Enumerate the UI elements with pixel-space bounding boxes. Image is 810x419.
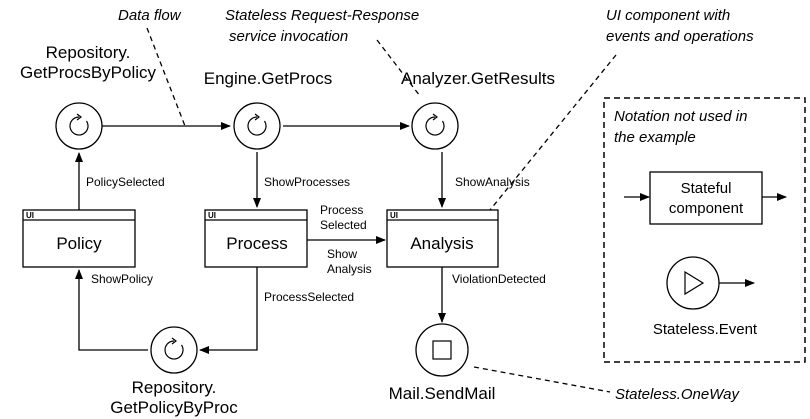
repo-get-procs-line1: Repository. — [46, 43, 131, 62]
edge-label-show-processes: ShowProcesses — [264, 175, 350, 189]
ui-tag: UI — [390, 211, 398, 220]
ui-tag: UI — [208, 211, 216, 220]
service-mail — [415, 323, 469, 377]
edge-label-show-analysis: ShowAnalysis — [455, 175, 530, 189]
service-repo-get-procs — [55, 102, 103, 150]
pointer-ui-component — [489, 54, 617, 211]
annotation-ui-component-1: UI component with — [606, 7, 730, 24]
edge-label-process-selected-2: Selected — [320, 218, 367, 232]
edge-repo-policy-to-policy — [75, 269, 148, 351]
edge-label-show-policy: ShowPolicy — [91, 272, 153, 286]
play-triangle-icon — [684, 270, 705, 296]
component-process: UI Process — [204, 209, 308, 268]
edge-label-show-analysis-side-1: Show — [327, 247, 357, 261]
analysis-label: Analysis — [410, 234, 473, 253]
mail-label: Mail.SendMail — [389, 384, 496, 403]
annotation-data-flow: Data flow — [118, 7, 182, 24]
legend-stateful-1: Stateful — [681, 180, 732, 197]
process-label: Process — [226, 234, 287, 253]
repo-get-policy-line2: GetPolicyByProc — [110, 398, 238, 417]
edges — [75, 122, 446, 354]
legend-stateful-2: component — [669, 200, 744, 217]
service-analyzer — [411, 102, 459, 150]
annotation-stateless-oneway: Stateless.OneWay — [615, 386, 740, 403]
component-analysis: UI Analysis — [386, 209, 499, 268]
edge-process-to-repo-policy — [199, 267, 258, 354]
legend-title-2: the example — [614, 129, 696, 146]
stop-square-icon — [432, 340, 452, 360]
edge-label-violation-detected: ViolationDetected — [452, 272, 546, 286]
annotation-stateless-rr-1: Stateless Request-Response — [225, 7, 419, 24]
refresh-icon — [69, 113, 89, 136]
legend-stateful-box — [649, 171, 763, 225]
service-repo-get-policy — [150, 326, 198, 374]
ui-tag: UI — [26, 211, 34, 220]
pointer-stateless-rr — [376, 39, 421, 97]
refresh-icon — [247, 113, 267, 136]
legend: Notation not used in the example Statefu… — [603, 97, 806, 363]
analyzer-label: Analyzer.GetResults — [401, 69, 555, 88]
refresh-icon — [425, 113, 445, 136]
component-policy: UI Policy — [22, 209, 136, 268]
repo-get-policy-line1: Repository. — [132, 378, 217, 397]
annotation-ui-component-2: events and operations — [606, 28, 754, 45]
legend-title-1: Notation not used in — [614, 108, 747, 125]
refresh-icon — [164, 337, 184, 360]
repo-get-procs-line2: GetProcsByPolicy — [20, 63, 157, 82]
annotation-stateless-rr-2: service invocation — [229, 28, 348, 45]
edge-label-process-selected-1: Process — [320, 203, 363, 217]
engine-label: Engine.GetProcs — [204, 69, 333, 88]
edge-label-process-selected-bottom: ProcessSelected — [264, 290, 354, 304]
service-engine — [233, 102, 281, 150]
edge-label-show-analysis-side-2: Analysis — [327, 262, 372, 276]
legend-stateless-event: Stateless.Event — [653, 321, 758, 338]
edge-label-policy-selected: PolicySelected — [86, 175, 165, 189]
annotation-pointers — [146, 27, 617, 393]
policy-label: Policy — [56, 234, 102, 253]
